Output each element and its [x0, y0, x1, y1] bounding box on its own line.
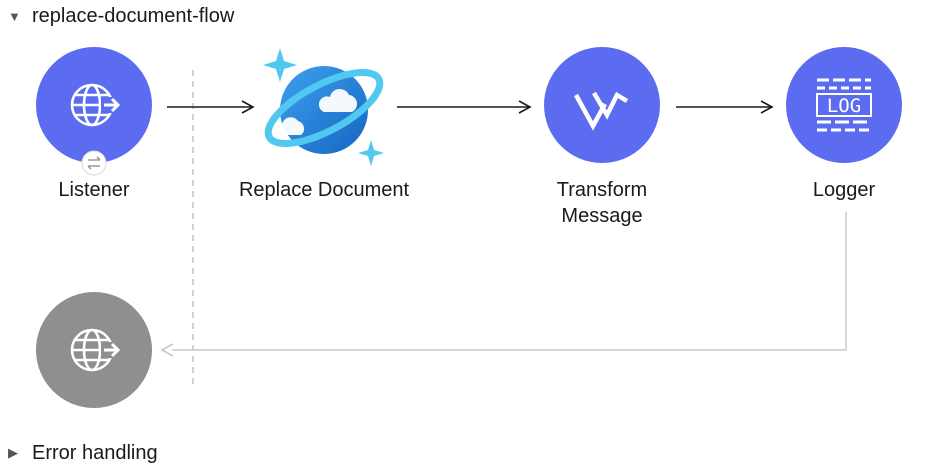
transform-message-label-line2: Message — [561, 205, 643, 227]
swap-arrows-icon — [81, 150, 107, 176]
error-handling-label: Error handling — [32, 441, 158, 464]
dataweave-check-icon — [574, 91, 629, 131]
logger-label: Logger — [812, 179, 876, 201]
replace-document-label: Replace Document — [238, 179, 410, 201]
replace-document-node[interactable] — [258, 48, 389, 166]
log-icon-text: LOG — [827, 95, 861, 117]
flow-title: replace-document-flow — [32, 4, 235, 27]
return-path — [160, 212, 847, 357]
triangle-right-icon[interactable]: ▶ — [8, 445, 18, 460]
triangle-down-icon[interactable]: ▼ — [8, 8, 21, 24]
log-icon — [816, 78, 872, 132]
flow-header[interactable]: ▼ replace-document-flow — [8, 3, 234, 29]
transform-message-node[interactable] — [544, 47, 660, 163]
transform-message-label-line1: Transform — [556, 179, 648, 201]
cosmos-db-planet-icon — [263, 48, 384, 166]
listener-label: Listener — [58, 179, 130, 201]
transform-message-label: Transform Message — [532, 177, 672, 229]
logger-node[interactable]: LOG — [786, 47, 902, 163]
listener-node[interactable] — [36, 47, 152, 176]
response-source-node[interactable] — [36, 292, 152, 408]
error-handling-header[interactable]: ▶ Error handling — [8, 440, 158, 466]
